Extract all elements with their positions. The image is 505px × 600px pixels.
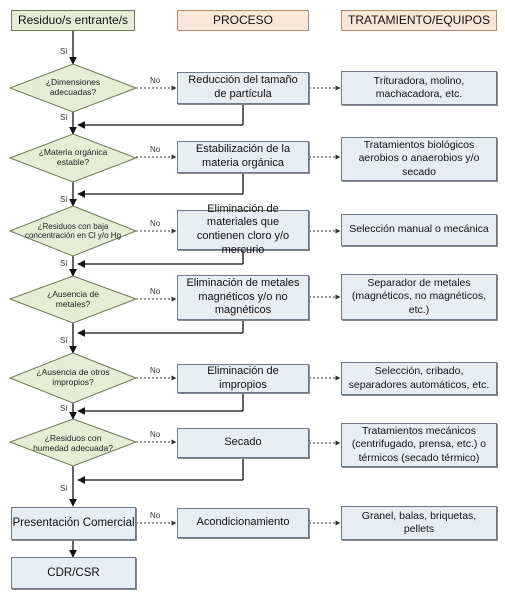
no-label-2: No <box>150 145 161 154</box>
no-label-1: No <box>150 76 161 85</box>
treatment-screening: Selección, cribado, separadores automáti… <box>341 362 497 395</box>
process-metal-removal: Eliminación de metales magnéticos y/o no… <box>177 275 309 320</box>
decision-question-2: ¿Materia orgánica estable? <box>38 147 108 167</box>
treatment-manual-selection: Selección manual o mecánica <box>341 214 497 246</box>
yes-label-1: Sí <box>60 47 68 56</box>
no-label-5: No <box>150 366 161 375</box>
decision-diamond-6 <box>8 418 138 467</box>
decision-question-6: ¿Residuos con humedad adecuada? <box>33 433 113 453</box>
decision-question-4: ¿Ausencia de metales? <box>47 289 99 309</box>
no-label-7: No <box>150 511 161 520</box>
yes-label-7: Sí <box>60 484 68 493</box>
input-header: Residuo/s entrante/s <box>11 10 135 31</box>
decision-question-1: ¿Dimensiones adecuadas? <box>45 77 101 97</box>
process-header: PROCESO <box>177 10 309 31</box>
process-conditioning: Acondicionamiento <box>177 508 309 538</box>
no-label-3: No <box>150 219 161 228</box>
decision-diamond-1 <box>8 63 138 113</box>
process-chlorine-removal: Eliminación de materiales que contienen … <box>177 203 309 256</box>
treatment-formats: Granel, balas, briquetas, pellets <box>341 506 497 540</box>
treatment-metal-separator: Separador de metales (magnéticos, no mag… <box>341 274 497 320</box>
yes-label-6: Sí <box>60 404 68 413</box>
yes-label-3: Sí <box>60 195 68 204</box>
presentation-box: Presentación Comercial <box>11 507 136 540</box>
yes-label-5: Sí <box>60 336 68 345</box>
decision-diamond-3 <box>8 205 138 257</box>
yes-label-4: Sí <box>60 259 68 268</box>
treatment-biological: Tratamientos biológicos aerobios o anaer… <box>341 137 497 181</box>
decision-diamond-2 <box>8 133 138 183</box>
output-box: CDR/CSR <box>11 557 136 589</box>
process-size-reduction: Reducción del tamaño de partícula <box>177 72 309 104</box>
treatment-mechanical-thermal: Tratamientos mecánicos (centrifugado, pr… <box>341 423 497 467</box>
decision-diamond-5 <box>8 352 138 404</box>
process-stabilization: Estabilización de la materia orgánica <box>177 141 309 173</box>
process-drying: Secado <box>177 428 309 458</box>
process-impurities-removal: Eliminación de impropios <box>177 364 309 393</box>
no-label-6: No <box>150 430 161 439</box>
decision-diamond-4 <box>8 275 138 324</box>
treatment-crushers: Trituradora, molino, machacadora, etc. <box>341 71 497 105</box>
treatment-header: TRATAMIENTO/EQUIPOS <box>341 10 497 31</box>
yes-label-2: Sí <box>60 113 68 122</box>
decision-question-3: ¿Residuos con baja concentración en Cl y… <box>24 221 122 240</box>
decision-question-5: ¿Ausencia de otros impropios? <box>36 367 110 387</box>
no-label-4: No <box>150 287 161 296</box>
